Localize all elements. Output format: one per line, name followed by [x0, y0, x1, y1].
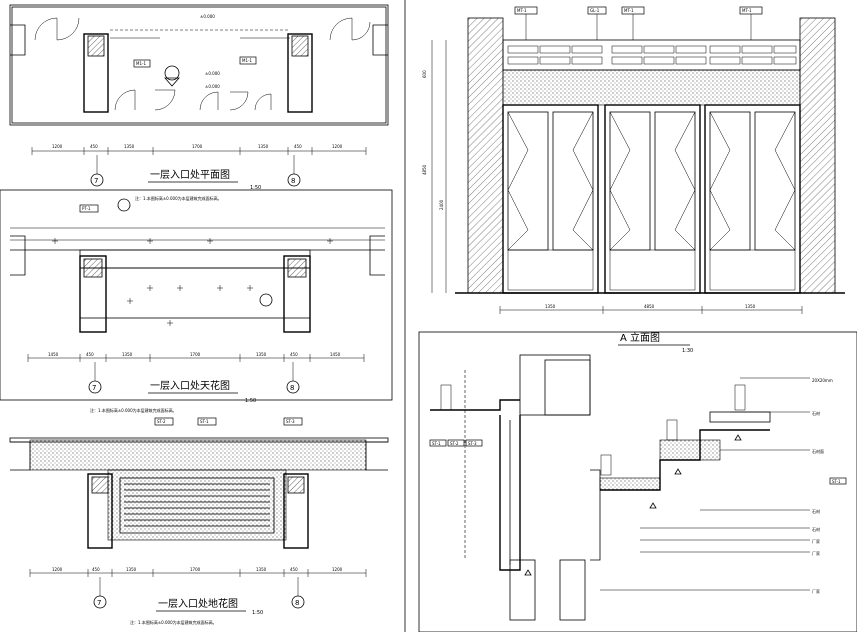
floor-scale: 1:50 [252, 610, 263, 616]
floor-column-right [283, 473, 309, 549]
floor-dim-3: 1350 [126, 567, 137, 572]
floor-dim-1: 1200 [52, 567, 63, 572]
elevation-wall-right [799, 17, 836, 294]
svg-text:±0.000: ±0.000 [200, 14, 215, 19]
ceiling-dim-7: 1450 [330, 352, 341, 357]
elev-tag-4: MT-1 [742, 8, 752, 13]
floor-tag-3: ST-3 [286, 419, 295, 424]
elevation-title: A 立面图 [620, 331, 660, 344]
ceiling-dim-2: 450 [86, 352, 94, 357]
section-note-3: 石材面 [812, 448, 824, 454]
floor-tag-1: ST-2 [157, 419, 166, 424]
floor-dim-2: 450 [92, 567, 100, 572]
elev-tag-2: GL-1 [590, 8, 600, 13]
plan-scale: 1:50 [250, 185, 261, 191]
section-tag-4: ST-1 [832, 479, 841, 484]
elevation-wall-left [467, 17, 504, 294]
elev-tag-3: MT-1 [624, 8, 634, 13]
plan-axis-7: 7 [94, 177, 98, 185]
ceiling-dim-5: 1350 [256, 352, 267, 357]
floor-axis-7: 7 [97, 599, 101, 607]
floor-dim-5: 1350 [256, 567, 267, 572]
ceiling-column-right [283, 255, 311, 333]
ceiling-dim-3: 1350 [122, 352, 133, 357]
ceiling-axis-8: 8 [290, 384, 294, 392]
ceiling-note: 注：1.本图标高±0.000为本层建筑完成面标高。 [135, 195, 222, 201]
plan-dim-4: 1700 [192, 144, 203, 149]
ceiling-dim-4: 1700 [190, 352, 201, 357]
elev-dim-2: 4850 [644, 304, 655, 309]
plan-dim-5: 1350 [258, 144, 269, 149]
plan-dim-3: 1350 [124, 144, 135, 149]
section-frame [418, 331, 857, 632]
elev-dim-3: 1350 [745, 304, 756, 309]
ceiling-tag: PT-1 [82, 206, 91, 211]
plan-dim-7: 1200 [332, 144, 343, 149]
section-note-8: 厂家 [812, 588, 820, 594]
elev-tag-1: MT-1 [517, 8, 527, 13]
plan-column-right [287, 33, 313, 113]
section-drawing: ST-1 ST-2 ST-3 ST-1 20X20mm 石材 石材面 石材 石材… [429, 354, 847, 621]
elevation-door-2 [604, 104, 701, 294]
svg-text:±0.000: ±0.000 [205, 84, 220, 89]
section-tag-2: ST-2 [450, 441, 459, 446]
elevation-scale: 1:30 [682, 348, 693, 354]
plan-column-left [83, 33, 109, 113]
floor-drawing: 注：1.本图标高±0.000为本层建筑完成面标高。 ST-2 ST-1 ST-3 [9, 407, 389, 625]
floor-tag-2: ST-1 [200, 419, 209, 424]
elev-dim-1: 1350 [545, 304, 556, 309]
floor-note-bottom: 注：1.本图标高±0.000为本层建筑完成面标高。 [130, 619, 217, 625]
plan-drawing: ±0.000 ±0.000 ±0.000 M1-1 M1-1 1200 450 … [9, 4, 389, 191]
elev-height-1: 600 [422, 70, 427, 78]
section-note-4: 石材 [812, 508, 820, 514]
ceiling-frame [0, 189, 393, 401]
elevation-drawing: MT-1 GL-1 MT-1 MT-1 600 4850 2400 1350 4… [422, 6, 845, 354]
plan-title: 一层入口处平面图 [150, 169, 230, 181]
section-tag-1: ST-1 [432, 441, 441, 446]
floor-axis-8: 8 [295, 599, 299, 607]
floor-column-left [87, 473, 113, 549]
ceiling-dim-6: 450 [290, 352, 298, 357]
section-note-2: 石材 [812, 410, 820, 416]
plan-dim-2: 450 [90, 144, 98, 149]
floor-dim-7: 1200 [332, 567, 343, 572]
floor-dim-4: 1700 [190, 567, 201, 572]
plan-dim-1: 1200 [52, 144, 63, 149]
ceiling-dim-1: 1450 [48, 352, 59, 357]
elev-height-2: 4850 [422, 164, 427, 175]
ceiling-axis-7: 7 [92, 384, 96, 392]
section-note-1: 20X20mm [812, 378, 833, 383]
ceiling-scale: 1:50 [245, 398, 256, 404]
floor-note-top: 注：1.本图标高±0.000为本层建筑完成面标高。 [90, 407, 177, 413]
elev-height-3: 2400 [439, 199, 444, 210]
elevation-door-1 [502, 104, 599, 294]
plan-dim-6: 450 [294, 144, 302, 149]
plan-tag-left: M1-1 [136, 61, 146, 66]
plan-axis-8: 8 [291, 177, 295, 185]
plan-tag-right: M1-1 [242, 58, 252, 63]
ceiling-drawing: PT-1 注：1.本图标高±0.000为本层建筑完成面标高。 1450 450 … [10, 195, 385, 404]
section-note-5: 石材 [812, 526, 820, 532]
section-note-7: 厂家 [812, 550, 820, 556]
elevation-door-3 [704, 104, 801, 294]
section-tag-3: ST-3 [468, 441, 477, 446]
ceiling-column-left [79, 255, 107, 333]
section-note-6: 厂家 [812, 538, 820, 544]
svg-text:±0.000: ±0.000 [205, 71, 220, 76]
ceiling-title: 一层入口处天花图 [150, 379, 230, 392]
floor-dim-6: 450 [290, 567, 298, 572]
floor-title: 一层入口处地花图 [158, 597, 238, 610]
